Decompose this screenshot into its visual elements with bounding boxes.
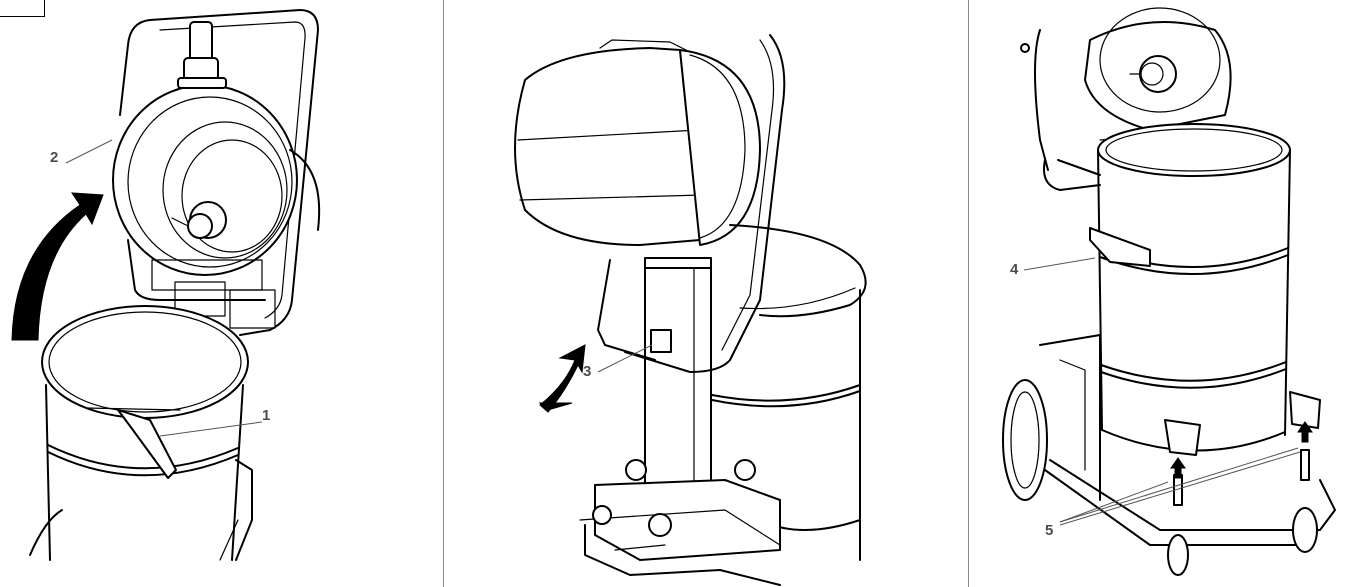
container-handle xyxy=(1089,227,1151,267)
callout-4: 4 xyxy=(1010,261,1019,278)
callout-2: 2 xyxy=(50,149,59,166)
callout-leaders-panel-2 xyxy=(597,344,653,373)
lid-outer xyxy=(112,84,298,276)
trolley-wheel xyxy=(1002,379,1048,501)
step-box xyxy=(0,0,45,17)
container-foot xyxy=(1289,391,1321,429)
panel-divider-2 xyxy=(968,0,969,587)
panel-1-opening-head xyxy=(112,9,321,336)
container-rim xyxy=(41,305,249,419)
panel-3-trolley xyxy=(1002,334,1336,576)
panel-2-handle-frame xyxy=(597,34,786,373)
callout-1: 1 xyxy=(262,407,271,424)
container-foot xyxy=(1164,419,1201,456)
caster-wheel xyxy=(1292,507,1318,553)
panel-3-lifted-head xyxy=(1020,7,1232,171)
callout-5: 5 xyxy=(1045,522,1054,539)
callout-3: 3 xyxy=(583,363,592,380)
small-up-arrow-icon xyxy=(1170,421,1313,479)
callout-leaders-panel-1 xyxy=(65,139,263,437)
panel-2-base xyxy=(579,459,781,586)
panel-divider-1 xyxy=(443,0,444,587)
clamp-lever xyxy=(117,409,177,479)
panel-3-container xyxy=(1089,123,1321,456)
panel-1-container xyxy=(29,305,253,561)
callout-leaders-panel-3 xyxy=(1023,257,1301,526)
panel-2-motor-head xyxy=(514,39,761,246)
curved-arrow-up-icon xyxy=(11,192,104,341)
container-rim xyxy=(1097,123,1291,177)
curved-arrow-down-icon xyxy=(538,344,586,413)
caster-wheel xyxy=(1167,534,1189,576)
